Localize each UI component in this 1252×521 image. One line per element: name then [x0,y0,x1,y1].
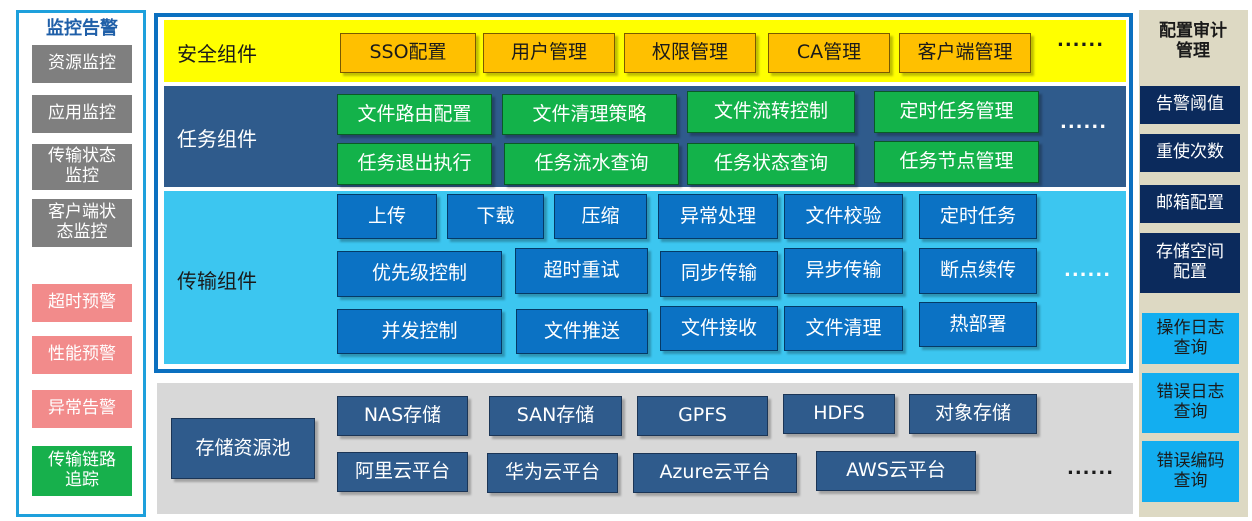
client-status-monitor-item[interactable]: 客户端状态监控 [32,199,132,247]
concurrency-control-button[interactable]: 并发控制 [337,309,502,354]
transfer-component-label: 传输组件 [177,269,257,293]
san-storage-button[interactable]: SAN存储 [489,396,622,436]
resume-transfer-button[interactable]: 断点续传 [919,248,1037,294]
operation-log-query-item[interactable]: 操作日志查询 [1142,313,1239,364]
scheduled-task-button[interactable]: 定时任务 [919,194,1037,239]
file-flow-control-button[interactable]: 文件流转控制 [687,91,855,133]
priority-control-button[interactable]: 优先级控制 [337,251,502,297]
retry-count-item[interactable]: 重使次数 [1140,134,1240,172]
transfer-link-trace-item[interactable]: 传输链路追踪 [32,446,132,496]
security-component-label: 安全组件 [177,42,257,66]
storage-more-indicator: ...... [1067,458,1115,479]
exception-alert-item[interactable]: 异常告警 [32,390,132,428]
user-management-button[interactable]: 用户管理 [483,33,615,73]
timeout-retry-button[interactable]: 超时重试 [515,248,648,294]
task-exit-execution-button[interactable]: 任务退出执行 [337,143,492,185]
hdfs-storage-button[interactable]: HDFS [783,394,895,434]
object-storage-button[interactable]: 对象存储 [909,394,1037,434]
monitoring-panel [16,10,146,517]
hot-deploy-button[interactable]: 热部署 [919,302,1037,347]
task-component-label: 任务组件 [177,127,257,151]
file-routing-config-button[interactable]: 文件路由配置 [337,94,492,135]
task-node-management-button[interactable]: 任务节点管理 [874,141,1039,183]
scheduled-task-management-button[interactable]: 定时任务管理 [874,91,1039,133]
gpfs-storage-button[interactable]: GPFS [637,396,768,436]
download-button[interactable]: 下载 [447,194,544,239]
alert-threshold-item[interactable]: 告警阈值 [1140,86,1240,124]
huawei-cloud-platform-button[interactable]: 华为云平台 [487,453,618,493]
file-cleanup-button[interactable]: 文件清理 [784,306,903,351]
security-more-indicator: ...... [1057,30,1105,51]
sync-transfer-button[interactable]: 同步传输 [660,251,778,297]
sso-config-button[interactable]: SSO配置 [340,33,476,73]
storage-space-config-item[interactable]: 存储空间配置 [1140,233,1240,293]
performance-warning-item[interactable]: 性能预警 [32,336,132,374]
file-verification-button[interactable]: 文件校验 [784,194,903,239]
task-more-indicator: ...... [1060,112,1108,133]
resource-monitor-item[interactable]: 资源监控 [32,45,132,83]
config-audit-panel-title: 配置审计管理 [1159,21,1227,61]
exception-handling-button[interactable]: 异常处理 [658,194,778,239]
transfer-status-monitor-item[interactable]: 传输状态监控 [32,144,132,190]
file-push-button[interactable]: 文件推送 [516,309,648,354]
task-status-query-button[interactable]: 任务状态查询 [687,143,855,185]
ca-management-button[interactable]: CA管理 [768,33,890,73]
error-code-query-item[interactable]: 错误编码查询 [1142,441,1239,502]
client-management-button[interactable]: 客户端管理 [899,33,1031,73]
timeout-warning-item[interactable]: 超时预警 [32,284,132,322]
monitoring-panel-title: 监控告警 [46,17,118,39]
error-log-query-item[interactable]: 错误日志查询 [1142,373,1239,433]
compress-button[interactable]: 压缩 [554,194,647,239]
permission-management-button[interactable]: 权限管理 [624,33,756,73]
nas-storage-button[interactable]: NAS存储 [337,396,468,436]
aliyun-platform-button[interactable]: 阿里云平台 [337,452,468,492]
aws-cloud-platform-button[interactable]: AWS云平台 [816,451,976,491]
task-flow-query-button[interactable]: 任务流水查询 [504,143,679,185]
azure-cloud-platform-button[interactable]: Azure云平台 [633,453,797,493]
file-receive-button[interactable]: 文件接收 [660,306,778,351]
storage-pool-label: 存储资源池 [171,418,315,479]
upload-button[interactable]: 上传 [337,194,437,239]
file-cleanup-policy-button[interactable]: 文件清理策略 [502,94,677,135]
transfer-more-indicator: ...... [1064,260,1112,281]
async-transfer-button[interactable]: 异步传输 [784,248,903,294]
mailbox-config-item[interactable]: 邮箱配置 [1140,185,1240,223]
application-monitor-item[interactable]: 应用监控 [32,95,132,133]
